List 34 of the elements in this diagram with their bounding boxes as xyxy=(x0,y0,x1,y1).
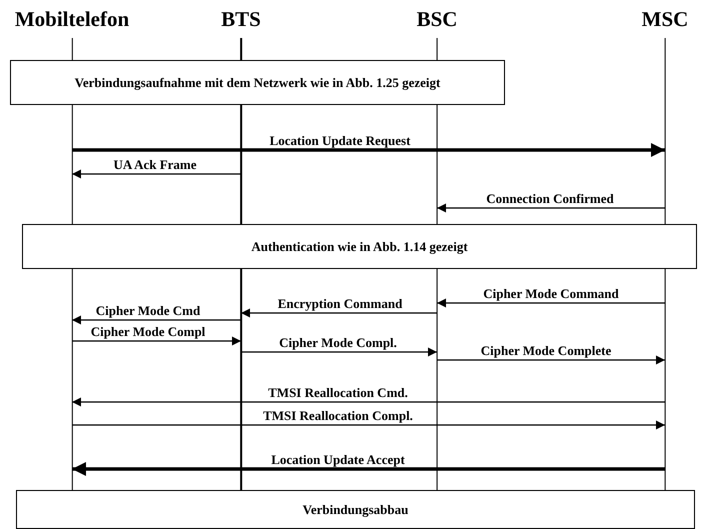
edge-label: TMSI Reallocation Compl. xyxy=(261,409,415,423)
edge-label: Cipher Mode Complete xyxy=(478,344,614,358)
arrow xyxy=(72,462,665,476)
arrow xyxy=(241,348,437,356)
participant-label: BTS xyxy=(221,6,261,32)
arrow xyxy=(437,204,665,212)
process-box xyxy=(16,490,695,529)
arrow xyxy=(72,170,241,178)
participant-label: Mobiltelefon xyxy=(14,6,130,32)
edge-label: Location Update Request xyxy=(268,134,412,148)
arrow xyxy=(241,308,437,318)
edge-label: Location Update Accept xyxy=(269,453,407,467)
edge-label: Cipher Mode Compl xyxy=(88,325,208,339)
arrow xyxy=(72,336,241,346)
arrow xyxy=(72,420,665,430)
edge-label: Cipher Mode Command xyxy=(481,287,621,301)
arrow xyxy=(437,356,665,364)
edge-label: Cipher Mode Cmd xyxy=(94,304,202,318)
process-box xyxy=(22,224,697,269)
participant-label: BSC xyxy=(416,6,458,32)
arrow xyxy=(72,398,665,406)
arrow xyxy=(72,143,665,157)
edge-label: Encryption Command xyxy=(276,297,404,311)
edge-label: Connection Confirmed xyxy=(484,192,616,206)
process-box xyxy=(10,60,505,105)
participant-label: MSC xyxy=(642,6,688,32)
edge-label: Cipher Mode Compl. xyxy=(277,336,399,350)
edge-label: UA Ack Frame xyxy=(111,158,199,172)
arrow xyxy=(437,298,665,308)
box-text: Verbindungsabbau xyxy=(302,502,408,518)
arrow xyxy=(72,316,241,324)
box-text: Verbindungsaufnahme mit dem Netzwerk wie in Abb. 1.25 gezeigt xyxy=(74,74,440,90)
box-text: Authentication wie in Abb. 1.14 gezeigt xyxy=(251,238,468,254)
edge-label: TMSI Reallocation Cmd. xyxy=(266,386,410,400)
